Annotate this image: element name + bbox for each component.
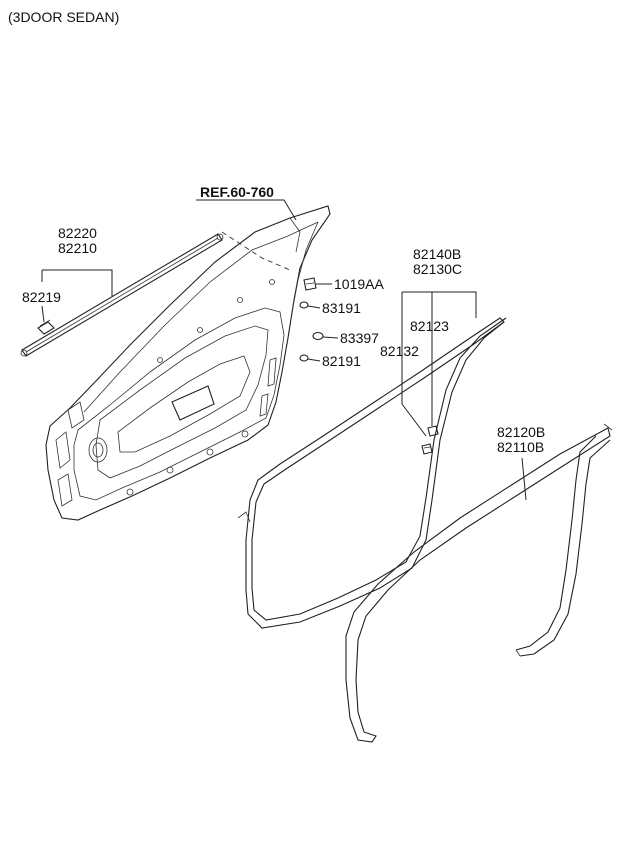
belt-clip [37, 319, 55, 335]
label-1019AA: 1019AA [334, 276, 384, 292]
bolt-icon [303, 277, 317, 291]
leader-82191 [307, 358, 321, 362]
leader-82219 [41, 305, 45, 323]
body-weatherstrip [345, 423, 613, 743]
label-82123: 82123 [410, 318, 449, 334]
label-82210: 82210 [58, 240, 97, 256]
label-82120B: 82120B [497, 424, 545, 440]
clip-icon [427, 425, 439, 437]
label-82220: 82220 [58, 225, 97, 241]
leader-83397 [322, 336, 339, 339]
label-82110B: 82110B [497, 439, 544, 455]
screw-icon [421, 443, 433, 455]
label-83191: 83191 [322, 300, 361, 316]
ref-label: REF.60-760 [200, 184, 274, 200]
plug-icon [299, 301, 309, 309]
label-82140B: 82140B [413, 246, 461, 262]
ref-leader [196, 199, 297, 221]
label-82219: 82219 [22, 289, 61, 305]
label-82130C: 82130C [413, 261, 462, 277]
leader-82110B [521, 457, 527, 501]
variant-title: (3DOOR SEDAN) [8, 9, 119, 25]
leader-82210 [41, 269, 113, 296]
leader-82130C [401, 291, 477, 437]
front-door-panel [45, 205, 331, 521]
plug-icon-small [299, 354, 309, 362]
grommet-icon [312, 331, 324, 341]
door-weatherstrip [237, 317, 507, 629]
label-82191: 82191 [322, 353, 361, 369]
belt-moulding [20, 233, 224, 357]
leader-83191 [307, 305, 321, 309]
label-83397: 83397 [340, 330, 379, 346]
ref-dashed-line [221, 231, 291, 271]
label-82132: 82132 [380, 343, 419, 359]
